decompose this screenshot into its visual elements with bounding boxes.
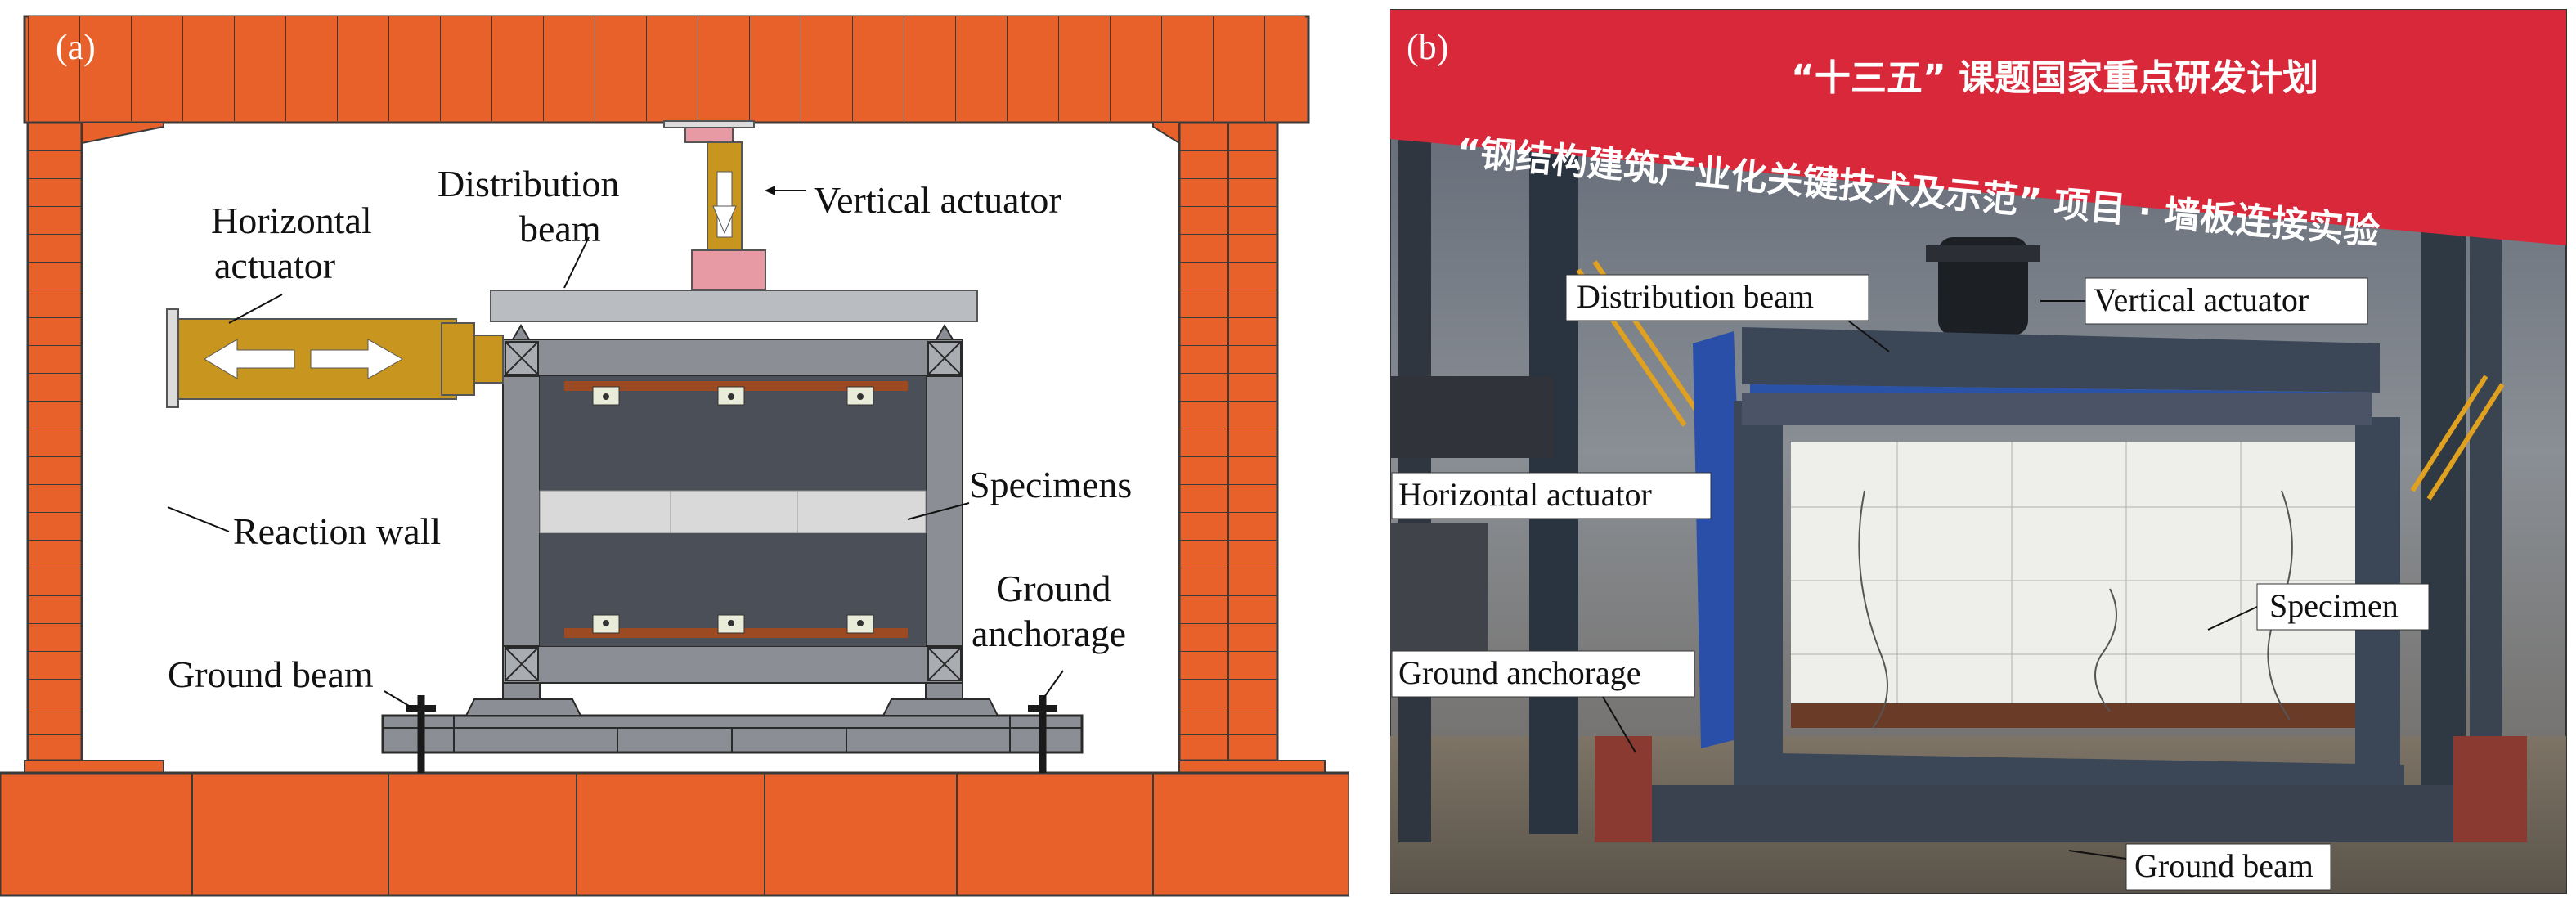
specimens — [539, 376, 927, 646]
label-distribution-beam-line1: Distribution — [438, 163, 619, 204]
label-distribution-beam-line2: beam — [519, 208, 601, 249]
label-horizontal-actuator-line1: Horizontal — [211, 200, 372, 241]
label-ground-anchorage-line2: anchorage — [972, 613, 1126, 654]
callout-ground-beam: Ground beam — [2134, 847, 2313, 884]
ground-beam — [381, 714, 1084, 754]
schematic-drawing: (a) Vertical actuator Distribution beam … — [0, 15, 1349, 897]
reaction-wall-right — [1152, 121, 1279, 762]
horizontal-actuator — [166, 308, 504, 408]
label-specimens: Specimens — [969, 464, 1132, 505]
panel-b-photo: “十三五” 课题国家重点研发计划 “钢结构建筑产业化关键技术及示范” 项目 · … — [1390, 0, 2576, 898]
callout-distribution-beam: Distribution beam — [1577, 278, 1814, 315]
callout-specimen: Specimen — [2269, 587, 2399, 624]
reaction-frame-top-beam — [23, 15, 1310, 124]
label-ground-beam: Ground beam — [168, 653, 374, 695]
photo-specimen — [1791, 442, 2355, 729]
photo-illustration: “十三五” 课题国家重点研发计划 “钢结构建筑产业化关键技术及示范” 项目 · … — [1390, 9, 2567, 894]
callout-ground-anchorage: Ground anchorage — [1398, 654, 1641, 691]
foundation-base — [0, 760, 1349, 897]
banner-line-1: “十三五” 课题国家重点研发计划 — [1791, 57, 2318, 99]
label-reaction-wall: Reaction wall — [233, 510, 441, 552]
steel-loading-frame — [502, 324, 963, 700]
photo-loading-frame — [1734, 327, 2404, 810]
distribution-beam — [490, 290, 978, 322]
label-horizontal-actuator-line2: actuator — [214, 245, 335, 286]
bottom-supports — [464, 698, 999, 716]
callout-vertical-actuator: Vertical actuator — [2094, 281, 2309, 318]
panel-a-schematic: (a) Vertical actuator Distribution beam … — [0, 15, 1349, 897]
label-vertical-actuator: Vertical actuator — [814, 179, 1061, 221]
panel-b-tag: (b) — [1407, 27, 1448, 67]
photo-ground-beam — [1595, 736, 2527, 842]
photo-vertical-actuator — [1926, 237, 2040, 335]
callout-horizontal-actuator: Horizontal actuator — [1398, 476, 1652, 513]
reaction-wall-left — [26, 121, 164, 762]
callouts: Distribution beam Vertical actuator Hori… — [1391, 274, 2430, 891]
panel-a-tag: (a) — [56, 27, 96, 67]
vertical-actuator — [663, 120, 766, 290]
ground-anchorage-bolts — [406, 695, 1057, 773]
label-ground-anchorage-line1: Ground — [996, 568, 1111, 609]
